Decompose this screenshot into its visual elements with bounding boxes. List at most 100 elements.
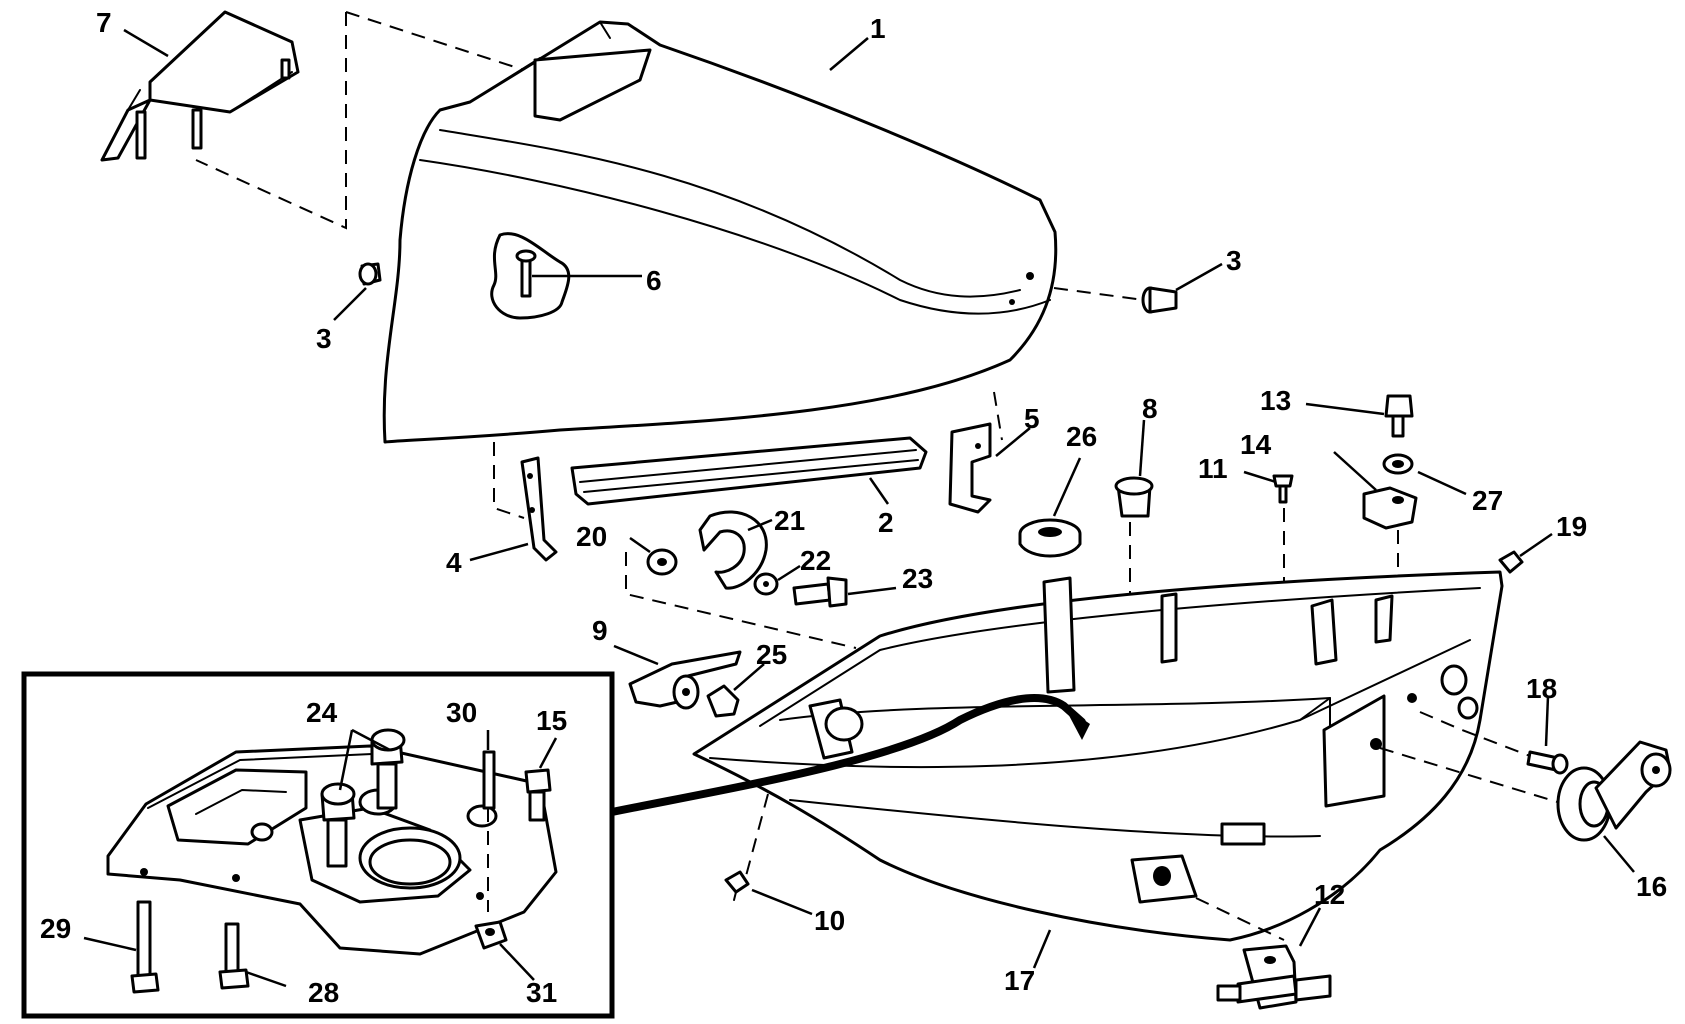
callout-14: 14 bbox=[1240, 429, 1272, 460]
callout-19: 19 bbox=[1556, 511, 1587, 542]
leader-17 bbox=[1032, 929, 1052, 969]
callout-21: 21 bbox=[774, 505, 805, 536]
leader-9 bbox=[613, 644, 659, 666]
callout-9: 9 bbox=[592, 615, 608, 646]
bushing-8 bbox=[1114, 476, 1154, 518]
callout-16: 16 bbox=[1636, 871, 1667, 902]
leader-29 bbox=[83, 936, 137, 952]
bracket-guide-left bbox=[493, 442, 525, 519]
handle-guide-line-b bbox=[345, 11, 531, 73]
callout-18: 18 bbox=[1526, 673, 1557, 704]
callout-30: 30 bbox=[446, 697, 477, 728]
leader-2 bbox=[868, 477, 890, 505]
callout-13: 13 bbox=[1260, 385, 1291, 416]
latch-bracket-left bbox=[520, 456, 558, 562]
leader-7 bbox=[123, 28, 169, 58]
callout-6: 6 bbox=[646, 265, 662, 296]
washer-guide bbox=[625, 552, 857, 649]
leader-1 bbox=[829, 37, 869, 71]
callout-29: 29 bbox=[40, 913, 71, 944]
callout-3-left: 3 bbox=[316, 323, 332, 354]
leader-16 bbox=[1603, 835, 1635, 873]
callout-4: 4 bbox=[446, 547, 462, 578]
connector-12-guide bbox=[1195, 897, 1285, 941]
spacer-14 bbox=[1362, 486, 1418, 530]
leader-12 bbox=[1298, 907, 1322, 947]
screw-11 bbox=[1272, 474, 1294, 504]
leader-14 bbox=[1333, 451, 1377, 491]
leader-28 bbox=[245, 970, 287, 988]
callout-2: 2 bbox=[878, 507, 894, 538]
leader-18 bbox=[1544, 695, 1550, 747]
screw-23 bbox=[792, 576, 848, 608]
callout-28: 28 bbox=[308, 977, 339, 1008]
leader-11 bbox=[1243, 470, 1277, 484]
screw-19 bbox=[1498, 550, 1524, 574]
leader-31 bbox=[499, 943, 535, 981]
callout-17: 17 bbox=[1004, 965, 1035, 996]
leader-8 bbox=[1138, 419, 1146, 477]
pin-guide bbox=[1419, 711, 1531, 757]
callout-23: 23 bbox=[902, 563, 933, 594]
clip-25 bbox=[706, 684, 740, 718]
leader-24a bbox=[351, 728, 391, 752]
grommet-screw-left bbox=[358, 262, 382, 286]
latch-bracket-right bbox=[948, 422, 992, 514]
leader-21 bbox=[747, 518, 773, 532]
bolt-13 bbox=[1384, 394, 1414, 438]
grommet-screw-right bbox=[1141, 286, 1178, 314]
lower-motor-cover bbox=[692, 570, 1504, 942]
leader-19 bbox=[1519, 532, 1553, 558]
callout-labels: 7 1 6 3 3 5 26 8 13 14 11 27 19 4 2 20 2… bbox=[40, 7, 1667, 1008]
leader-3-left bbox=[333, 287, 367, 321]
callout-5: 5 bbox=[1024, 403, 1040, 434]
fuel-line bbox=[608, 694, 1086, 816]
fitting-guide bbox=[745, 793, 769, 877]
latch-lever bbox=[628, 650, 742, 710]
fitting-10 bbox=[724, 870, 750, 901]
rear-seal bbox=[570, 436, 928, 506]
callout-10: 10 bbox=[814, 905, 845, 936]
washer-27 bbox=[1382, 453, 1414, 475]
leader-3-right bbox=[1175, 262, 1223, 292]
callout-27: 27 bbox=[1472, 485, 1503, 516]
callout-20: 20 bbox=[576, 521, 607, 552]
callout-7: 7 bbox=[96, 7, 112, 38]
washer-22 bbox=[753, 572, 779, 596]
fuel-line-tip bbox=[1064, 706, 1090, 740]
upper-motor-cover bbox=[382, 20, 1058, 444]
leader-25 bbox=[733, 663, 765, 691]
callout-3-right: 3 bbox=[1226, 245, 1242, 276]
callout-1: 1 bbox=[870, 13, 886, 44]
callout-8: 8 bbox=[1142, 393, 1158, 424]
leader-23 bbox=[847, 586, 897, 596]
leader-15 bbox=[538, 737, 558, 769]
leader-13 bbox=[1305, 402, 1385, 416]
callout-12: 12 bbox=[1314, 879, 1345, 910]
callout-15: 15 bbox=[536, 705, 567, 736]
grommet-26 bbox=[1018, 518, 1082, 558]
leader-22 bbox=[777, 564, 801, 582]
handle-guide-line-a bbox=[195, 12, 347, 230]
leader-26 bbox=[1052, 457, 1082, 517]
fuel-connector-12 bbox=[1216, 944, 1332, 1010]
callout-31: 31 bbox=[526, 977, 557, 1008]
screw-guide-right bbox=[1053, 287, 1145, 301]
bracket-guide-right bbox=[993, 391, 1003, 441]
pin-18 bbox=[1526, 750, 1569, 775]
callout-24: 24 bbox=[306, 697, 338, 728]
leader-10 bbox=[751, 888, 813, 916]
callout-26: 26 bbox=[1066, 421, 1097, 452]
washer-20 bbox=[646, 548, 678, 576]
callout-22: 22 bbox=[800, 545, 831, 576]
leader-20 bbox=[629, 536, 651, 554]
callout-11: 11 bbox=[1198, 453, 1228, 484]
leader-27 bbox=[1417, 470, 1467, 496]
leader-24b bbox=[338, 729, 354, 791]
retaining-clip-21 bbox=[698, 510, 768, 590]
connector-guide bbox=[1379, 747, 1565, 805]
cover-handle bbox=[100, 10, 300, 162]
leader-5 bbox=[995, 427, 1031, 457]
